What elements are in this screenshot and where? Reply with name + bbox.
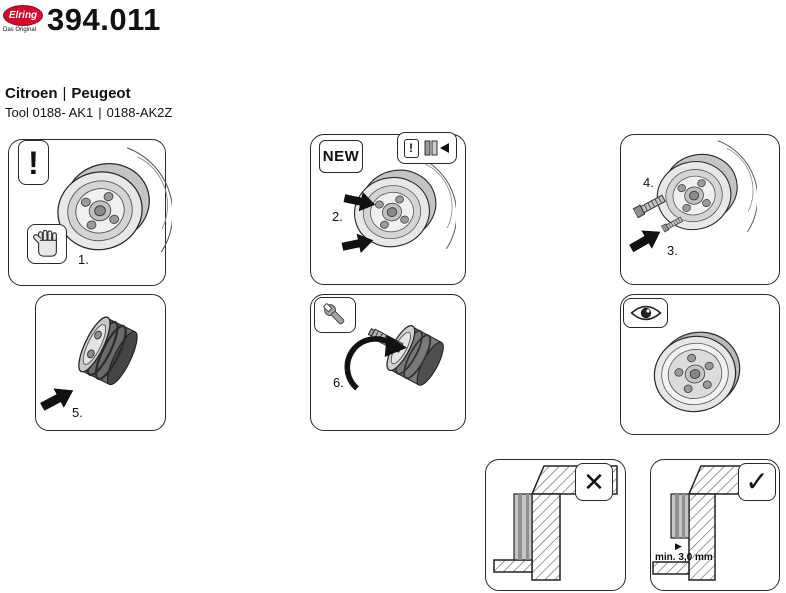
panel-correct-installation: ✓ ▶ min. 3,0 mm <box>650 459 780 591</box>
vehicle-right: Peugeot <box>71 85 131 102</box>
wrench-icon <box>321 301 348 328</box>
step-label-1: 1. <box>78 252 89 267</box>
cross-section-wrong <box>493 465 618 581</box>
tool-label: Tool 0188- AK1 <box>5 105 94 120</box>
new-badge-box: NEW <box>319 140 363 173</box>
new-badge: NEW <box>322 148 360 165</box>
step-label-4: 4. <box>643 175 654 190</box>
step-label-5: 5. <box>72 405 83 420</box>
eye-icon <box>630 305 661 321</box>
check-mark-box: ✓ <box>738 463 776 501</box>
tool-separator: | <box>98 105 102 120</box>
step-label-2: 2. <box>332 209 343 224</box>
panel-step-2: NEW ! 2. <box>310 132 466 285</box>
check-icon: ✓ <box>745 466 769 497</box>
seal-warning-box: ! <box>397 132 457 164</box>
panel-inspection <box>620 294 780 435</box>
brand-logo-text: Elring <box>3 5 43 26</box>
wrong-icon: ✕ <box>583 467 605 497</box>
wrong-mark-box: ✕ <box>575 463 613 501</box>
warning-box: ! <box>18 140 49 185</box>
vehicle-separator: | <box>62 85 67 102</box>
panel-step-1: ! 1. <box>8 139 172 286</box>
panel-step-6: 6. <box>310 294 466 431</box>
panel-steps-3-4: 4. 3. <box>620 134 780 285</box>
panel-step-5: 5. <box>35 294 166 431</box>
eye-box <box>623 298 668 328</box>
elring-logo: Elring Das Original <box>3 5 45 33</box>
wrench-box <box>314 297 356 333</box>
warning-icon: ! <box>28 144 39 181</box>
glove-box <box>27 224 67 264</box>
vehicle-left: Citroen <box>5 85 58 102</box>
seal-icon <box>424 140 449 156</box>
tool-info: Tool 0188- AK1 | 0188-AK2Z <box>5 105 172 120</box>
warning-icon: ! <box>403 138 419 158</box>
part-number: 394.011 <box>47 2 161 37</box>
glove-icon <box>32 229 57 257</box>
panel-wrong-installation: ✕ <box>485 459 626 591</box>
tool-alt: 0188-AK2Z <box>106 105 173 120</box>
step-label-3: 3. <box>667 243 678 258</box>
min-gap-label: min. 3,0 mm <box>655 552 713 563</box>
vehicle-applications: Citroen|Peugeot <box>5 85 131 102</box>
cross-section-correct <box>652 465 773 581</box>
step-label-6: 6. <box>333 375 344 390</box>
brand-tagline: Das Original <box>3 27 37 33</box>
pulley-front-illustration <box>646 324 749 420</box>
min-gap-pointer: ▶ <box>675 541 682 551</box>
